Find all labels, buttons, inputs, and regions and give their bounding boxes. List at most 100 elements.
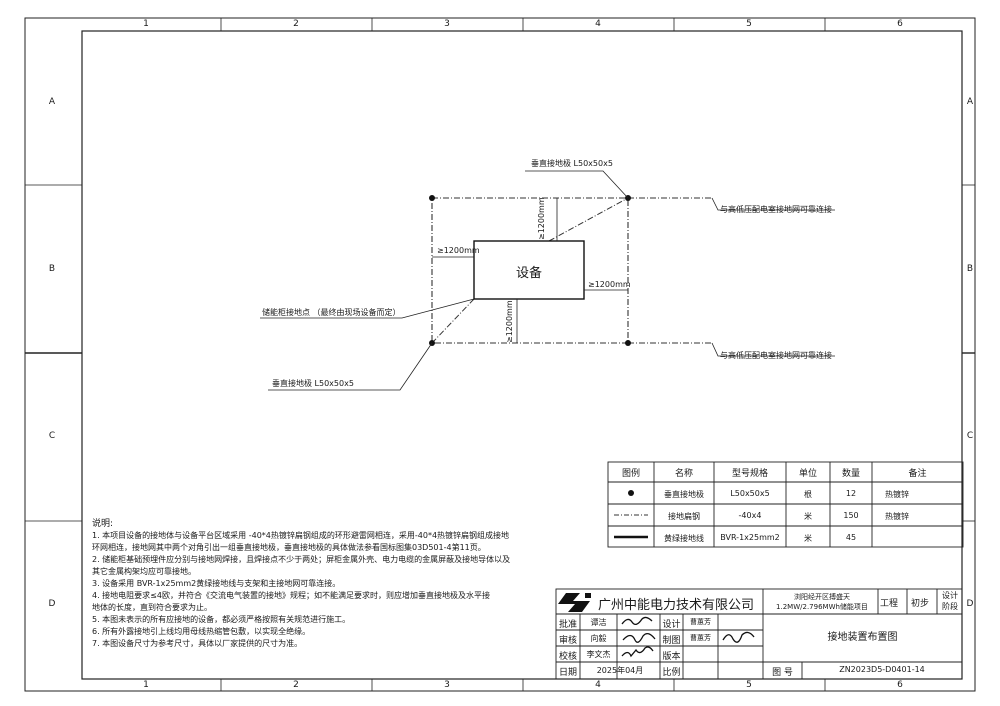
drawing-title: 接地装置布置图 — [827, 632, 898, 643]
zone-col-label: 1 — [143, 19, 149, 29]
zone-row-label: D — [966, 599, 974, 609]
legend-header: 图例 — [621, 469, 640, 479]
role-label: 制图 — [662, 636, 681, 646]
stage-label: 设计阶段 — [942, 591, 958, 611]
signature — [621, 616, 755, 658]
equipment-box — [473, 240, 585, 300]
dimension-label-right: ≥1200mm — [588, 280, 631, 289]
role-label: 校核 — [558, 652, 577, 662]
zone-col-label: 5 — [746, 680, 752, 690]
legend-dot-symbol — [628, 490, 634, 496]
leader-line — [260, 298, 475, 319]
zone-col-label: 2 — [293, 19, 299, 29]
role-label: 审核 — [558, 636, 577, 646]
zone-col-label: 6 — [897, 680, 903, 690]
note-line: 4. 接地电阻要求≤4欧，并符合《交流电气装置的接地》规程；如不能满足要求时，则… — [92, 591, 490, 600]
zone-col-label: 3 — [444, 680, 450, 690]
role-label: 日期 — [558, 668, 577, 678]
legend-cell: 根 — [804, 490, 812, 499]
notes-block: 说明: 1. 本项目设备的接地体与设备平台区域采用 -40*4热镀锌扁钢组成的环… — [92, 518, 510, 650]
note-line: 3. 设备采用 BVR-1x25mm2黄绿接地线与支架和主接地网可靠连接。 — [92, 579, 341, 588]
drawing-number: ZN2023D5-D0401-14 — [839, 665, 925, 674]
leader-line — [711, 197, 835, 211]
role-name: 李文杰 — [586, 650, 611, 659]
role-name: 向毅 — [590, 634, 607, 643]
stage-value: 初步 — [911, 599, 930, 609]
zone-row-label: A — [48, 97, 56, 107]
legend-header: 备注 — [908, 469, 927, 479]
company-logo — [558, 593, 591, 612]
legend-cell: BVR-1x25mm2 — [720, 533, 780, 542]
legend-cell: 150 — [843, 511, 859, 520]
legend-cell: 45 — [845, 533, 857, 542]
note-line: 1. 本项目设备的接地体与设备平台区域采用 -40*4热镀锌扁钢组成的环形避雷网… — [92, 531, 510, 540]
zone-row-label: A — [966, 97, 974, 107]
zone-row-label: C — [48, 431, 56, 441]
grounding-ring — [431, 197, 629, 344]
legend-cell: 黄绿接地线 — [664, 534, 704, 543]
legend-cell: L50x50x5 — [730, 489, 770, 498]
leader-line — [525, 170, 629, 199]
role-name: 曹蕙芳 — [690, 618, 711, 626]
legend-cell: 米 — [804, 534, 812, 543]
note-line: 2. 储能柜基础预埋件应分别与接地网焊接，且焊接点不少于两处；屏柜金属外壳、电力… — [92, 555, 511, 564]
role-label: 版本 — [662, 652, 681, 662]
note-line: 其它金属构架均应可靠接地。 — [92, 567, 196, 576]
zone-col-label: 3 — [444, 19, 450, 29]
project-name: 浏阳经开区搏盛天1.2MW/2.796MWh储能项目 — [776, 593, 868, 611]
role-name: 2025年04月 — [596, 666, 644, 675]
zone-col-label: 2 — [293, 680, 299, 690]
legend-cell: 米 — [804, 512, 812, 521]
engineering-label: 工程 — [880, 599, 899, 609]
vertical-electrode-dot — [625, 340, 631, 346]
note-line: 环网相连，接地网其中两个对角引出一组垂直接地极，垂直接地极的具体做法参看国标图集… — [92, 543, 486, 552]
connection-line — [431, 298, 475, 344]
zone-row-label: B — [48, 264, 56, 274]
leader-line — [268, 342, 433, 391]
legend-cell: 热镀锌 — [885, 490, 909, 499]
note-line: 5. 本图未表示的所有应接地的设备，都必须严格按照有关规范进行施工。 — [92, 615, 351, 624]
drawing-no-label: 图 号 — [772, 668, 793, 678]
role-name: 谭洁 — [590, 618, 607, 627]
legend-cell: 12 — [845, 489, 857, 498]
note-line: 7. 本图设备尺寸为参考尺寸，具体以厂家提供的尺寸为准。 — [92, 639, 303, 648]
note-line: 6. 所有外露接地引上线均用母线热缩管包敷，以实现全绝缘。 — [92, 627, 311, 636]
zone-col-label: 4 — [595, 19, 601, 29]
zone-col-label: 5 — [746, 19, 752, 29]
legend-header: 数量 — [841, 469, 860, 479]
legend-cell: -40x4 — [738, 511, 762, 520]
role-label: 设计 — [662, 620, 681, 630]
leader-line — [711, 342, 835, 357]
zone-row-label: B — [966, 264, 974, 274]
callout-right-top: 与高低压配电室接地网可靠连接 — [720, 205, 832, 214]
zone-col-label: 1 — [143, 680, 149, 690]
legend-cell: 热镀锌 — [885, 512, 909, 521]
company-name: 广州中能电力技术有限公司 — [598, 598, 755, 613]
role-label: 批准 — [558, 620, 577, 630]
vertical-electrode-dot — [429, 195, 435, 201]
connection-line — [548, 197, 629, 242]
callout-right-bottom: 与高低压配电室接地网可靠连接 — [720, 351, 832, 360]
legend-cell: 接地扁钢 — [668, 512, 700, 521]
zone-col-label: 6 — [897, 19, 903, 29]
legend-header: 单位 — [798, 469, 817, 479]
zone-row-label: D — [48, 599, 56, 609]
zone-col-label: 4 — [595, 680, 601, 690]
callout-bottom-electrode: 垂直接地极 L50x50x5 — [272, 379, 354, 388]
legend-header: 名称 — [674, 469, 693, 479]
legend-cell: 垂直接地极 — [664, 490, 704, 499]
legend-header: 型号规格 — [731, 469, 768, 479]
notes-title: 说明: — [92, 519, 114, 529]
callout-top-electrode: 垂直接地极 L50x50x5 — [531, 159, 613, 168]
role-name: 曹蕙芳 — [690, 634, 711, 642]
equipment-label: 设备 — [515, 266, 542, 281]
zone-row-label: C — [966, 431, 974, 441]
callout-ground-point: 储能柜接地点 （最终由现场设备而定） — [262, 308, 401, 317]
role-label: 比例 — [662, 668, 681, 678]
dimension-label-left: ≥1200mm — [437, 246, 480, 255]
note-line: 地体的长度，直到符合要求为止。 — [92, 603, 212, 612]
